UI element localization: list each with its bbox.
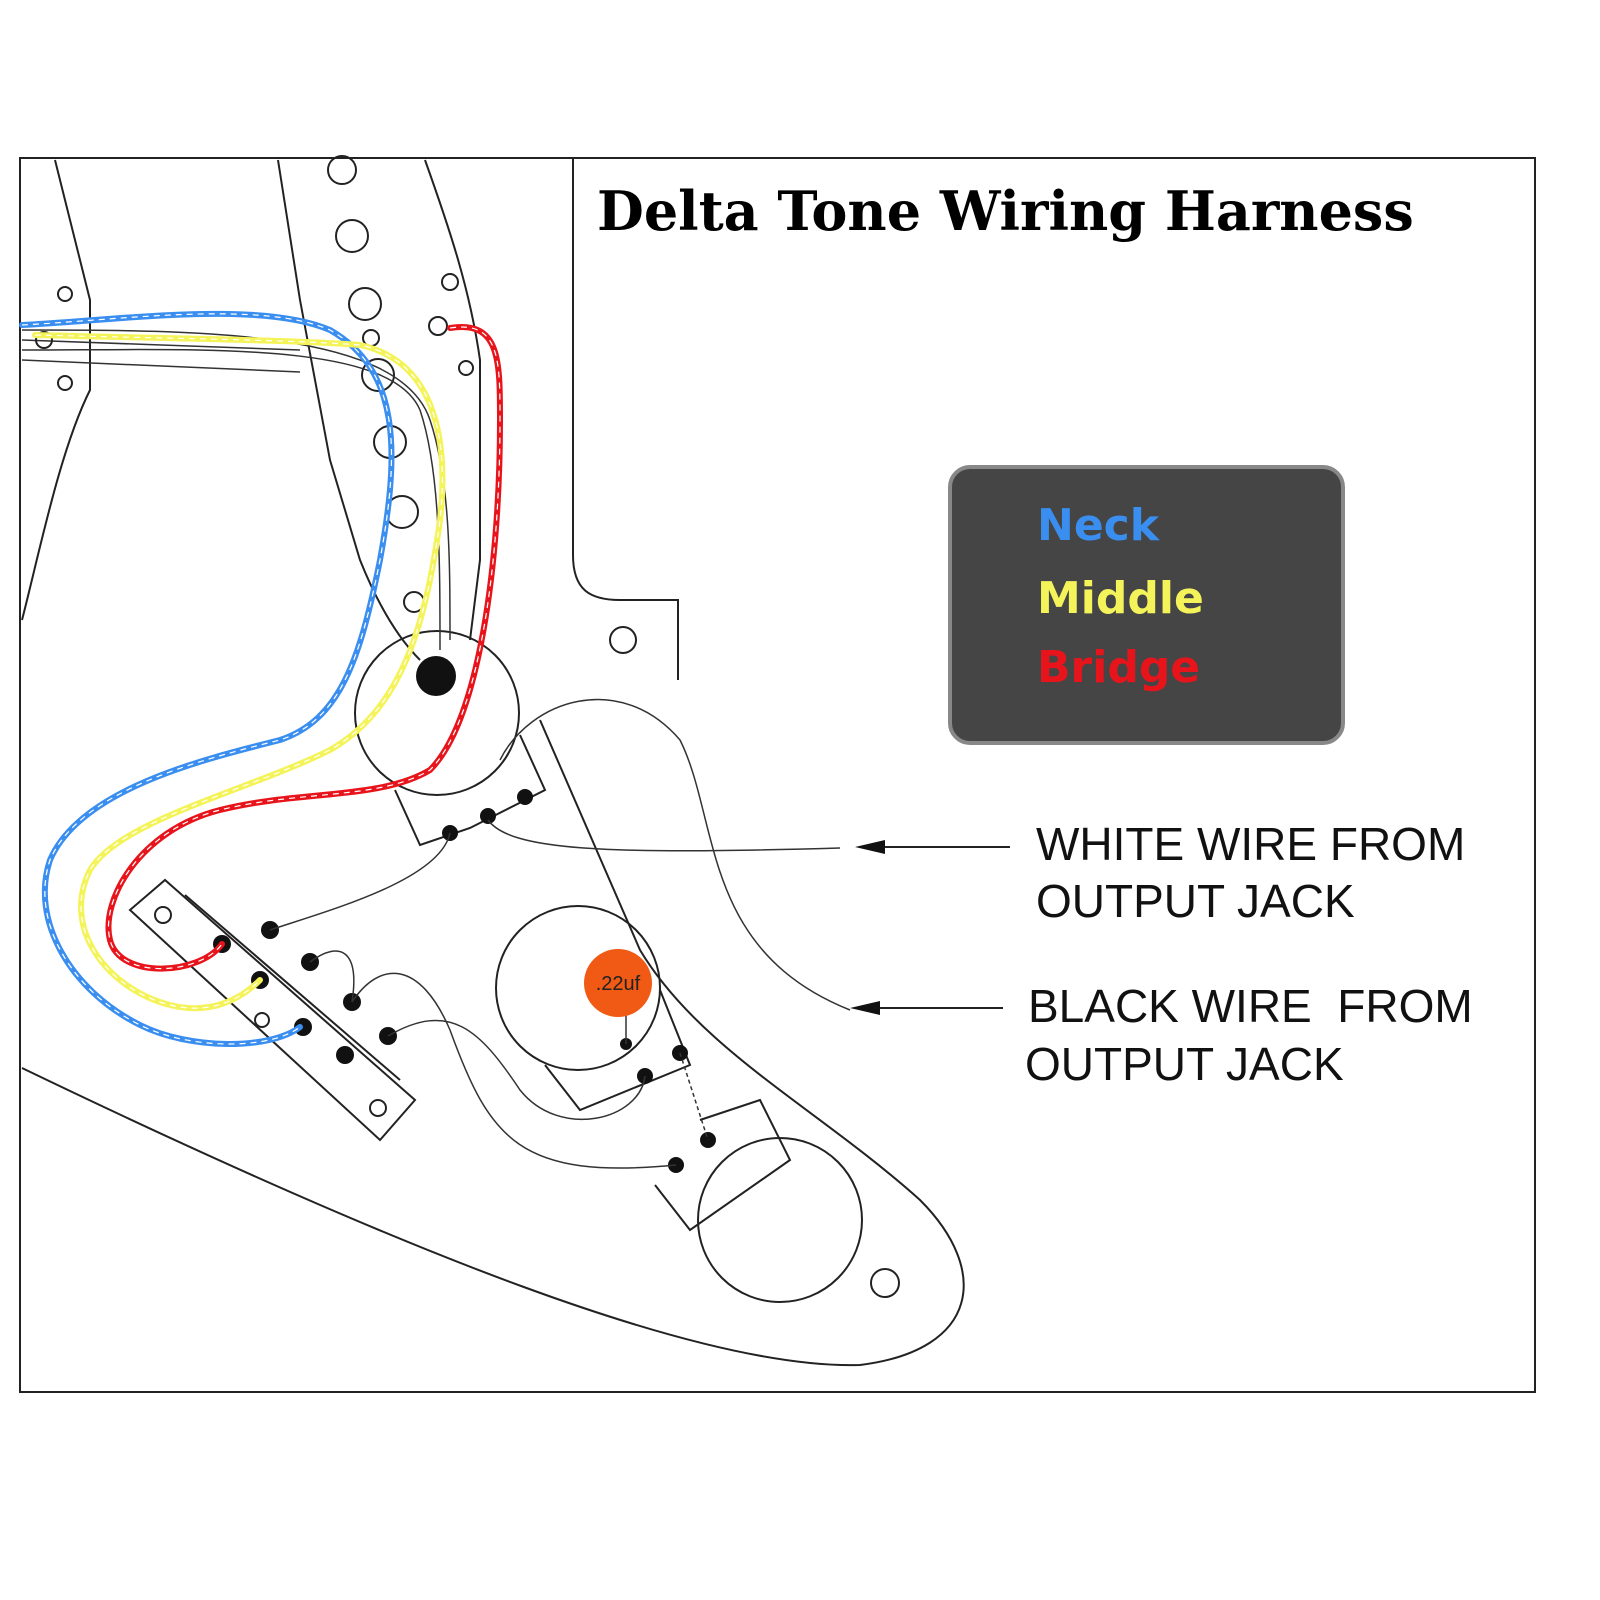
legend-bridge: Bridge xyxy=(1037,642,1200,693)
white-wire-label-2: OUTPUT JACK xyxy=(1036,875,1355,927)
capacitor-label: .22uf xyxy=(596,973,641,995)
diagram-frame xyxy=(19,157,1536,1393)
ground-wires xyxy=(21,329,851,1169)
white-wire-label-1: WHITE WIRE FROM xyxy=(1036,818,1465,870)
tone-pot-1 xyxy=(495,905,692,1112)
black-wire-label-1: BLACK WIRE FROM xyxy=(1028,980,1473,1032)
white-wire-annotation: WHITE WIRE FROM OUTPUT JACK xyxy=(855,818,1465,927)
bridge-wire xyxy=(105,324,504,972)
legend-neck: Neck xyxy=(1037,500,1161,551)
legend: Neck Middle Bridge xyxy=(948,465,1345,745)
legend-middle: Middle xyxy=(1037,573,1204,624)
tone-pot-2 xyxy=(654,1098,863,1303)
black-wire-label-2: OUTPUT JACK xyxy=(1025,1038,1344,1090)
5-way-switch xyxy=(128,878,417,1142)
middle-wire xyxy=(32,332,446,1012)
capacitor: .22uf xyxy=(584,949,652,1017)
neck-wire xyxy=(19,310,395,1047)
diagram-title: Delta Tone Wiring Harness xyxy=(597,179,1414,243)
black-wire-annotation: BLACK WIRE FROM OUTPUT JACK xyxy=(850,980,1473,1090)
volume-pot xyxy=(354,630,547,847)
